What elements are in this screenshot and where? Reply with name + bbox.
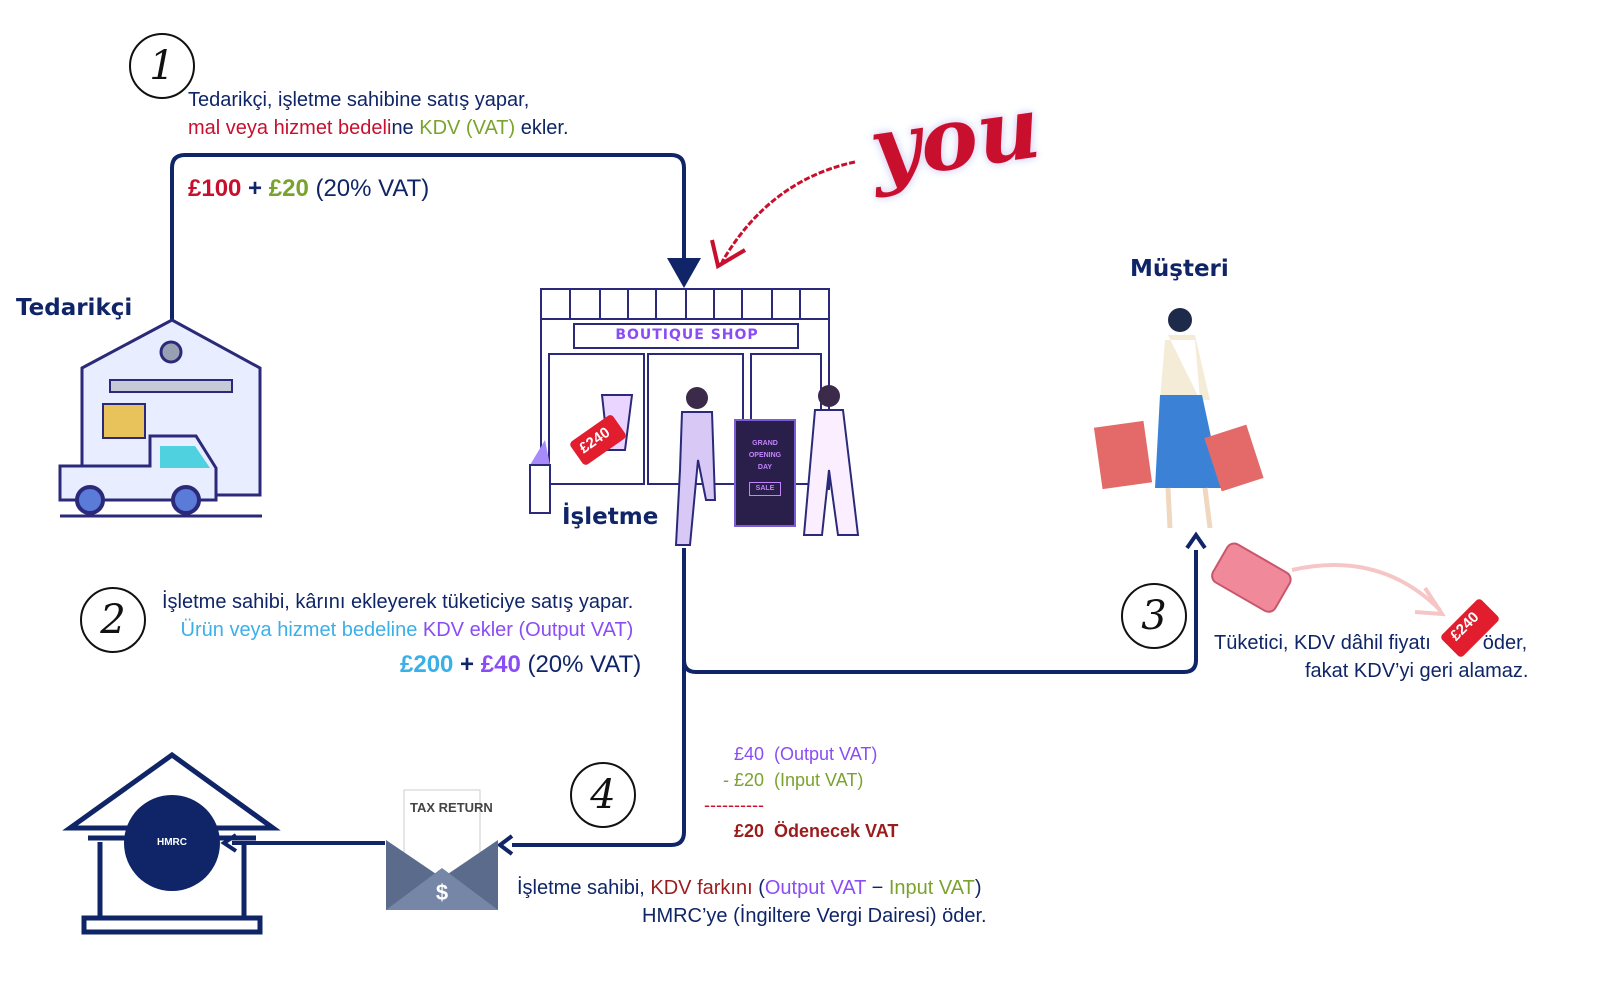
vat-note: (20% VAT) [308,175,430,202]
text: Tüketici, KDV dâhil fiyatı [1214,632,1431,654]
calc-total: £20 Ödenecek VAT [690,819,898,845]
calc-divider: ---------- [704,795,764,815]
step-4-number: 4 [570,762,636,828]
wallet-icon [1211,542,1292,613]
text-green: KDV (VAT) [419,117,516,139]
step-3-number: 3 [1121,583,1187,649]
sale-board [734,419,796,527]
step-1-description: Tedarikçi, işletme sahibine satış yapar,… [188,86,569,142]
price-tag-icon-2 [1441,599,1499,657]
step-2-description: İşletme sahibi, kârını ekleyerek tüketic… [162,588,633,644]
shop-sign: BOUTIQUE SHOP [615,327,759,343]
calc-amount: - £20 [722,769,764,790]
text-purple: Output VAT [764,877,867,899]
step-1-number: 1 [129,33,195,99]
step-1-line-1: Tedarikçi, işletme sahibine satış yapar, [188,89,530,111]
text-green: Input VAT [888,877,975,899]
text-purple: KDV ekler (Output VAT) [422,619,634,641]
step-3-line-2: fakat KDV’yi geri alamaz. [1305,660,1529,682]
board-line: OPENING [748,452,782,459]
tax-return-label: TAX RETURN [410,800,493,815]
calc-label: (Input VAT) [774,769,864,790]
text: İşletme sahibi, [517,877,651,899]
svg-text:$: $ [436,880,448,905]
customer-label: Müşteri [1130,256,1229,282]
price: £100 [188,175,242,202]
hmrc-label: HMRC [157,837,187,848]
calc-row: - £20 (Input VAT) [690,768,898,794]
business-label: İşletme [562,504,659,530]
flow-line-business-to-customer [682,548,1198,674]
text: ) [974,877,982,899]
step-4-line-2: HMRC’ye (İngiltere Vergi Dairesi) öder. [642,905,987,927]
board-line: DAY [757,464,773,471]
board-line: GRAND [752,440,778,447]
hmrc-seal [124,795,220,891]
you-arrowhead-icon [710,239,747,270]
arrow-up-icon [1185,531,1207,550]
calc-label: Ödenecek VAT [774,820,899,841]
warehouse-truck-icon [58,318,262,518]
vat-note: (20% VAT) [520,651,642,678]
flow-line-supplier-to-business [170,153,686,320]
shop-women-icon [674,385,860,546]
text: ne [391,117,420,139]
step-2-line-1: İşletme sahibi, kârını ekleyerek tüketic… [162,591,634,613]
arrow-left-icon [496,834,514,856]
arrow-down-icon [667,258,701,288]
text: ekler. [515,117,569,139]
you-arrow [720,160,856,263]
step-3-line-1: Tüketici, KDV dâhil fiyatı öder, [1214,629,1527,657]
text-red: mal veya hizmet bedeli [188,117,392,139]
step-1-line-2: mal veya hizmet bedeline KDV (VAT) ekler… [188,114,569,142]
step-2-price: £200 + £40 (20% VAT) [400,651,641,679]
text-blue: Ürün veya hizmet bedeline [180,619,423,641]
calc-label: (Output VAT) [774,744,878,764]
price-tag-icon [570,415,626,465]
flow-line-business-to-taxreturn [512,660,686,847]
step-1-price: £100 + £20 (20% VAT) [188,175,429,203]
calc-amount: £20 [733,820,764,841]
text: − [866,877,889,899]
calc-amount: £40 [733,744,764,764]
tax-return-envelope-icon: $ [386,789,498,910]
supplier-label: Tedarikçi [16,295,133,321]
vat: £20 [268,175,309,202]
text: ( [752,877,765,899]
step-4-line-1: İşletme sahibi, KDV farkını (Output VAT … [517,874,981,902]
step-2-line-2: Ürün veya hizmet bedeline KDV ekler (Out… [162,616,634,644]
sale-board-text: GRAND OPENING DAY SALE [735,438,795,496]
price: £200 [400,651,454,678]
vat-calculation: £40 (Output VAT) - £20 (Input VAT) -----… [690,742,898,844]
plus: + [241,175,269,202]
calc-row: £40 (Output VAT) [690,742,898,768]
board-sale: SALE [749,482,781,496]
vat: £40 [480,651,521,678]
text: öder, [1482,632,1528,654]
step-2-number: 2 [80,587,146,653]
customer-shopper-icon [1093,308,1264,529]
wallet-arrow [1291,563,1442,612]
plus: + [453,651,481,678]
text-red: KDV farkını [650,877,753,899]
